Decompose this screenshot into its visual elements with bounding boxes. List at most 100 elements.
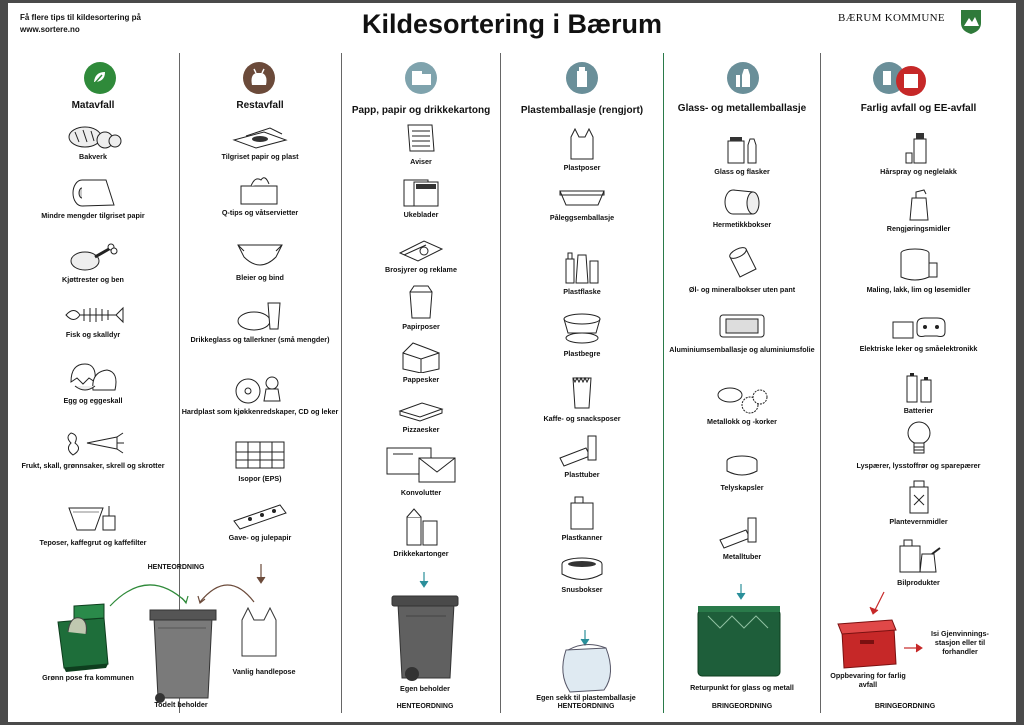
item-label: Elektriske leker og småelektronikk xyxy=(859,344,978,353)
snack-bag-icon xyxy=(572,376,592,409)
aluminium-tray-icon xyxy=(719,314,765,338)
item-label: Plastbegre xyxy=(563,349,601,358)
item-qtips: Q-tips og våtservietter xyxy=(180,174,340,217)
battery-icon xyxy=(906,373,931,403)
light-bulb-icon xyxy=(907,421,930,454)
item-tilgriset-papir: Mindre mengder tilgriset papir xyxy=(8,177,178,220)
item-tilgriset-plast: Tilgriset papir og plast xyxy=(180,122,340,161)
column-matavfall: Matavfall Bakverk Mindre mengder tilgris… xyxy=(8,59,178,722)
page-title: Kildesortering i Bærum xyxy=(361,9,663,39)
footer-glass: BRINGEORDNING xyxy=(711,703,773,710)
item-label: Fisk og skalldyr xyxy=(65,330,121,339)
food-waste-icon xyxy=(84,62,116,94)
item-label: Aviser xyxy=(410,157,432,166)
plastic-bag-icon xyxy=(570,127,594,160)
magazine-icon xyxy=(403,179,439,207)
footer-papp: HENTEORDNING xyxy=(396,703,454,710)
item-plastposer: Plastposer xyxy=(501,125,663,172)
column-divider xyxy=(341,53,342,713)
item-label: Plantevernmidler xyxy=(889,517,948,526)
shopping-bag xyxy=(241,606,277,657)
own-grey-bin xyxy=(391,595,459,681)
electronics-icon xyxy=(892,317,945,339)
item-label: Ukeblader xyxy=(403,210,439,219)
item-kjottrester: Kjøttrester og ben xyxy=(8,239,178,284)
glass-plate-icon xyxy=(237,302,281,331)
item-lyspaerer: Lyspærer, lysstoffrør og sparepærer xyxy=(821,419,1016,470)
glass-metal-category-icon xyxy=(727,62,759,94)
item-label: Snusbokser xyxy=(561,585,603,594)
item-harspray: Hårspray og neglelakk xyxy=(821,129,1016,176)
item-label: Papirposer xyxy=(402,322,440,331)
item-konvolutter: Konvolutter xyxy=(342,444,500,497)
item-batterier: Batterier xyxy=(821,368,1016,415)
bread-icon xyxy=(68,126,122,149)
item-label: Bakverk xyxy=(79,152,107,161)
column-farlig-avfall: Farlig avfall og EE-avfall Hårspray og n… xyxy=(821,59,1016,722)
item-label: Drikkekartonger xyxy=(393,549,449,558)
item-fisk: Fisk og skalldyr xyxy=(8,302,178,339)
item-label: Batterier xyxy=(903,406,934,415)
eggshell-icon xyxy=(70,363,117,391)
item-gavepapir: Gave- og julepapir xyxy=(180,501,340,542)
item-label: Metallokk og -korker xyxy=(707,417,777,426)
item-label: Bleier og bind xyxy=(236,273,284,282)
item-hermetikk: Hermetikkbokser xyxy=(664,186,820,229)
item-metalltuber: Metalltuber xyxy=(664,514,820,561)
plastic-sack xyxy=(562,644,611,693)
item-plastbegre: Plastbegre xyxy=(501,311,663,358)
car-products-icon xyxy=(899,539,941,573)
item-plasttuber: Plasttuber xyxy=(501,432,663,479)
tin-can-icon xyxy=(724,189,760,215)
item-papirposer: Papirposer xyxy=(342,284,500,331)
column-title: Restavfall xyxy=(236,100,284,111)
column-title: Papp, papir og drikkekartong xyxy=(351,105,491,116)
item-label: Teposer, kaffegrut og kaffefilter xyxy=(39,538,147,547)
down-arrow xyxy=(873,591,885,613)
item-label: Øl- og mineralbokser uten pant xyxy=(688,285,796,294)
pizza-box-icon xyxy=(398,402,444,422)
item-label: Q-tips og våtservietter xyxy=(221,208,299,217)
hazardous-category-icon xyxy=(873,62,926,96)
column-divider xyxy=(820,53,821,713)
item-label: Mindre mengder tilgriset papir xyxy=(41,211,145,220)
item-label: Plastkanner xyxy=(561,533,603,542)
column-papp: Papp, papir og drikkekartong Aviser Ukeb… xyxy=(342,59,500,722)
glass-return-label: Returpunkt for glass og metall xyxy=(690,683,794,692)
item-metallokk: Metallokk og -korker xyxy=(664,383,820,426)
paper-roll-icon xyxy=(72,179,115,207)
item-isopor: Isopor (EPS) xyxy=(180,438,340,483)
split-bin-label: Todelt beholder xyxy=(154,700,208,709)
column-divider xyxy=(663,53,664,713)
item-label: Frukt, skall, grønnsaker, skrell og skro… xyxy=(21,461,165,470)
item-label: Plastflaske xyxy=(563,287,601,296)
food-tray-icon xyxy=(559,190,605,206)
plastic-cup-icon xyxy=(563,313,601,344)
item-aluminium: Aluminiumsemballasje og aluminiumsfolie xyxy=(664,311,820,354)
item-frukt: Frukt, skall, grønnsaker, skrell og skro… xyxy=(8,427,178,470)
tip-url[interactable]: www.sortere.no xyxy=(20,25,80,34)
route-arrow-brown xyxy=(199,584,255,603)
item-glass-flasker: Glass og flasker xyxy=(664,131,820,176)
sorting-sheet: Få flere tips til kildesortering på www.… xyxy=(8,3,1016,722)
item-label: Glass og flasker xyxy=(714,167,770,176)
coffee-filter-icon xyxy=(68,506,116,531)
item-egg: Egg og eggeskall xyxy=(8,360,178,405)
column-glass-metall: Glass- og metallemballasje Glass og flas… xyxy=(664,59,820,722)
item-label: Metalltuber xyxy=(722,552,762,561)
snus-box-icon xyxy=(561,557,603,580)
item-snacksposer: Kaffe- og snacksposer xyxy=(501,374,663,423)
item-label: Isopor (EPS) xyxy=(238,474,282,483)
item-label: Bilprodukter xyxy=(897,578,940,587)
column-title: Glass- og metallemballasje xyxy=(677,103,807,114)
styrofoam-icon xyxy=(235,441,285,469)
glass-metal-container xyxy=(697,606,781,677)
recycling-station-label: Isi Gjenvinnings- stasjon eller til forh… xyxy=(931,629,989,656)
hard-plastic-icon xyxy=(235,376,281,404)
item-hardplast: Hardplast som kjøkkenredskaper, CD og le… xyxy=(180,373,340,416)
plain-bag-label: Vanlig handlepose xyxy=(232,667,296,676)
envelope-icon xyxy=(386,447,456,483)
column-divider xyxy=(179,53,180,713)
fruit-peel-icon xyxy=(67,432,124,456)
pesticide-bottle-icon xyxy=(909,480,928,514)
